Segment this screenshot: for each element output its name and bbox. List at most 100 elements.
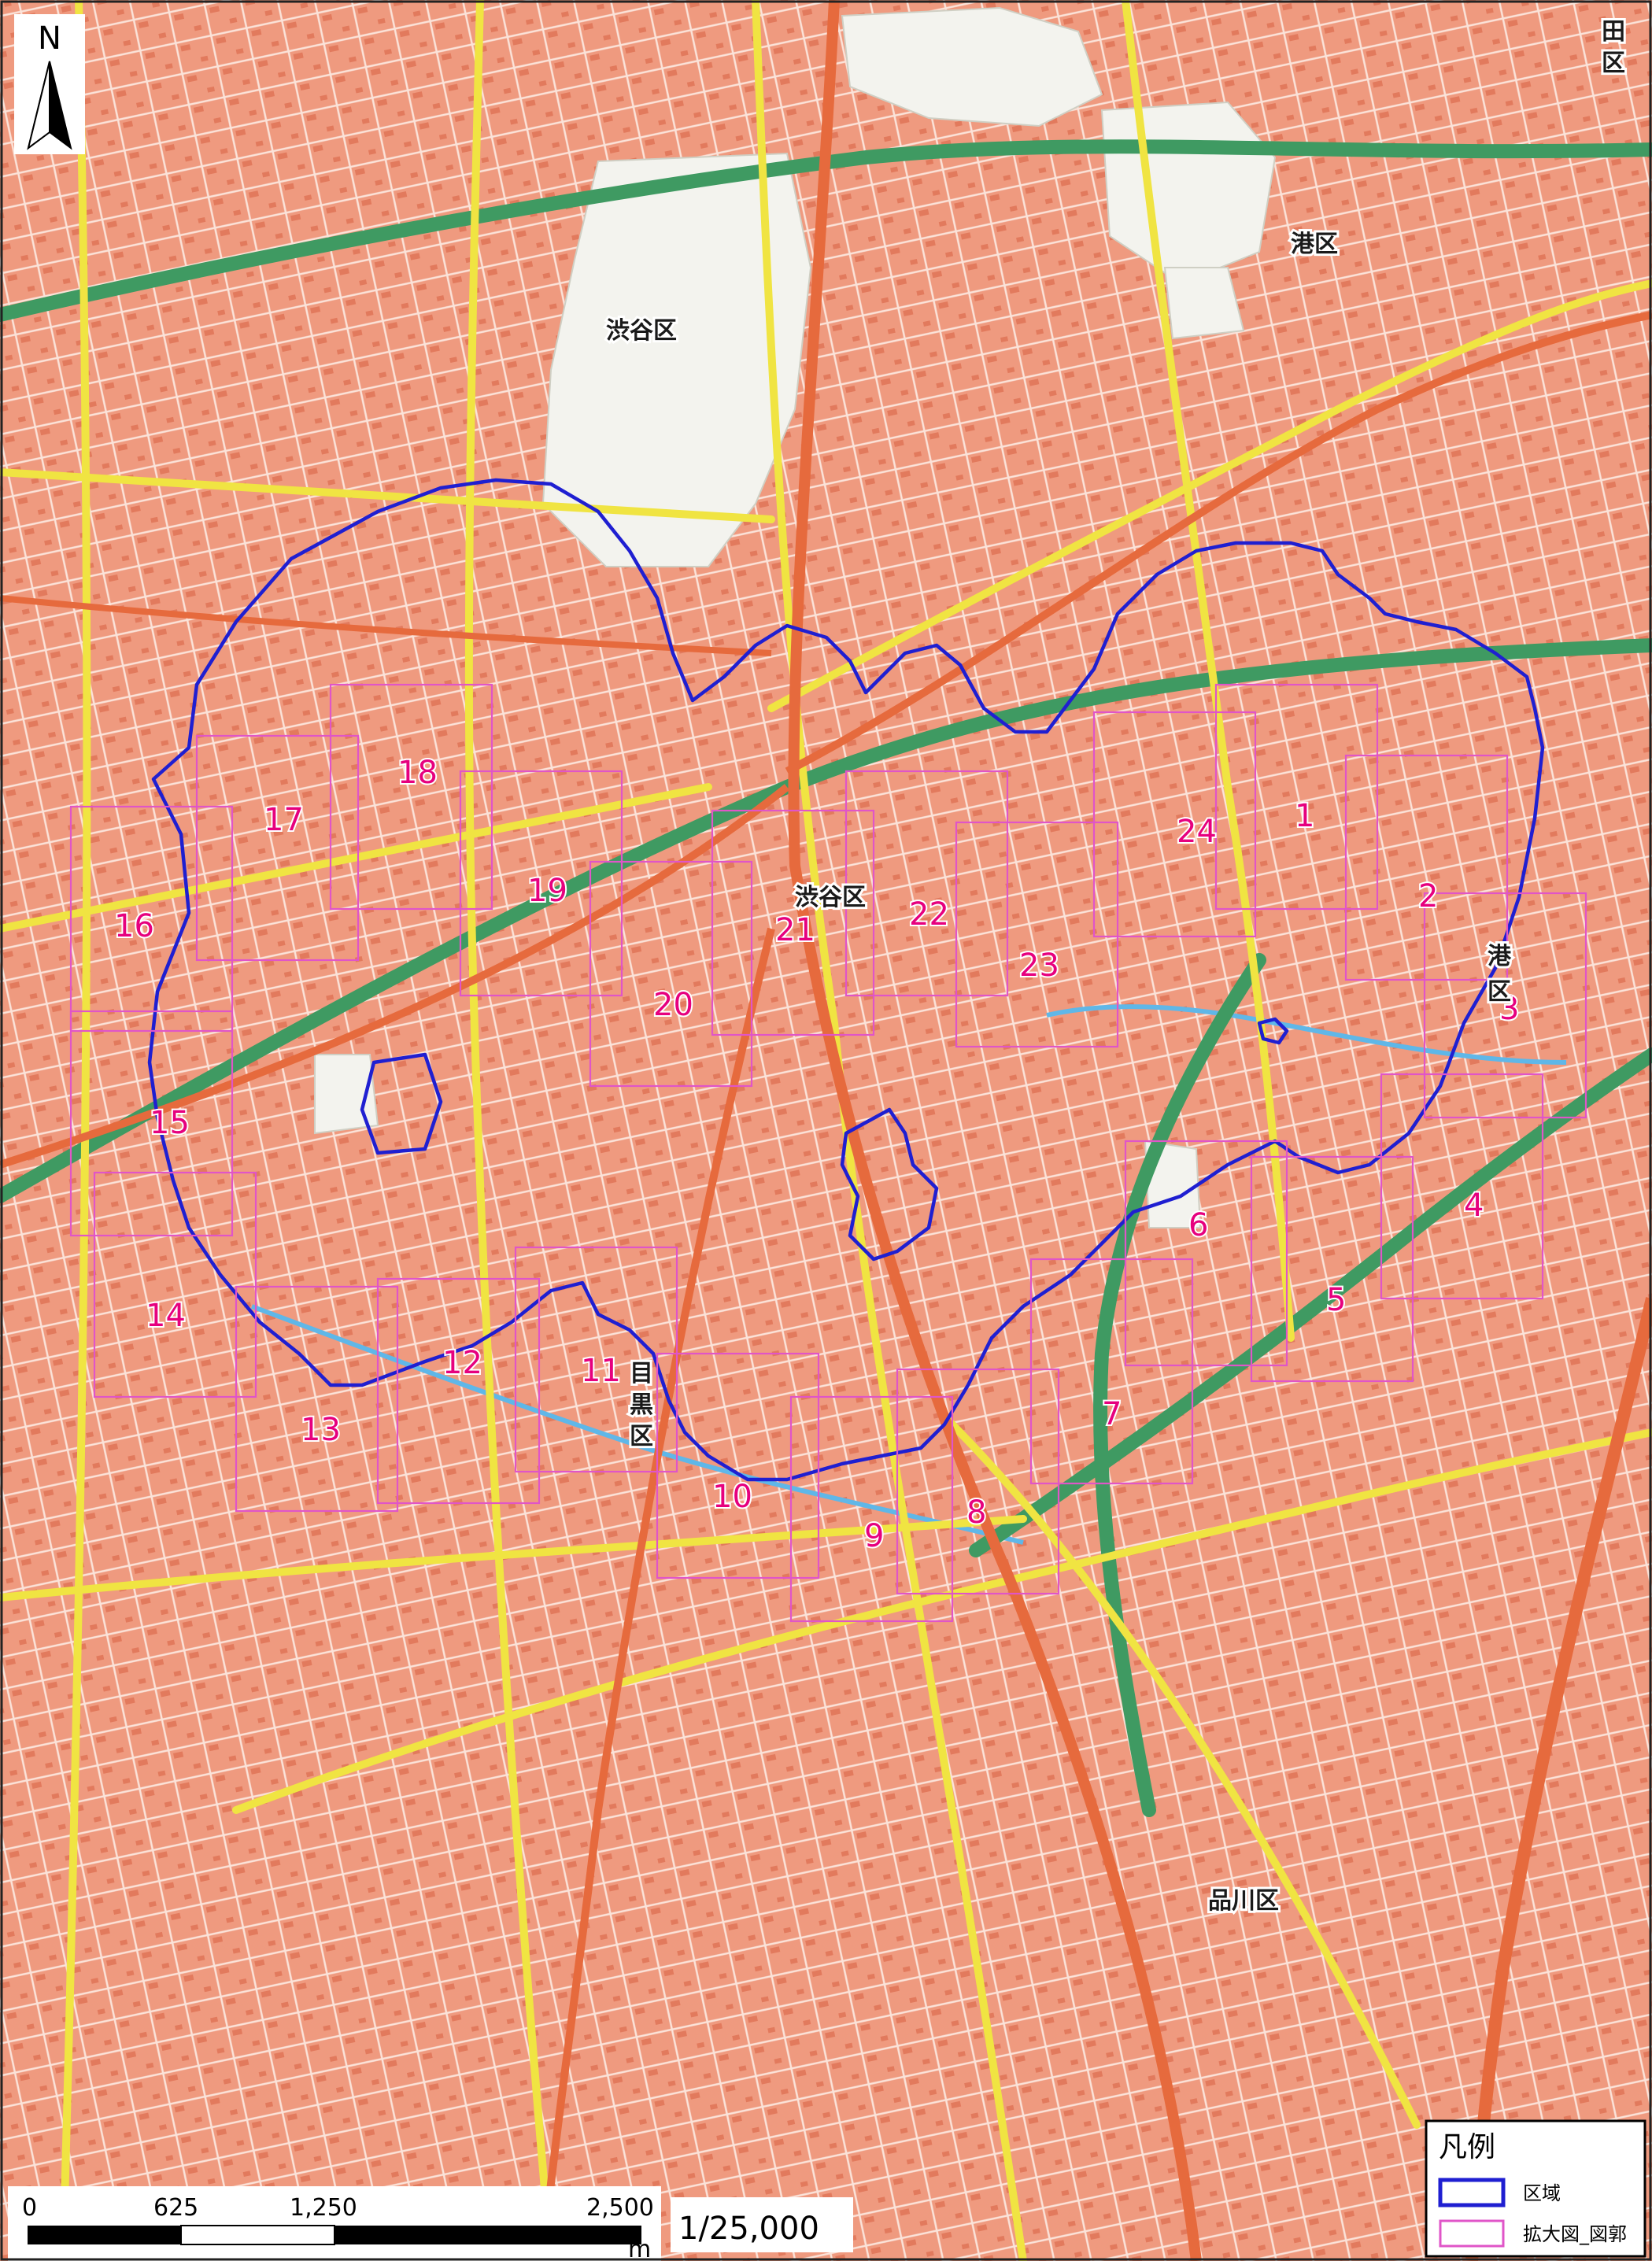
sheet-number-2: 2 — [1418, 878, 1438, 914]
ward-label-meguro-2: 黒 — [630, 1391, 653, 1419]
park-jingu-gaien — [1163, 267, 1245, 340]
rail-ginza — [785, 311, 1652, 775]
river-shibuya — [1046, 1004, 1567, 1065]
legend-title: 凡例 — [1439, 2131, 1495, 2163]
target-area-main[interactable] — [147, 478, 1545, 1482]
sheet-frame-5[interactable] — [1250, 1155, 1414, 1383]
sheet-frame-1[interactable] — [1214, 683, 1379, 911]
scale-segment-1 — [28, 2226, 181, 2244]
sheet-frame-13[interactable] — [235, 1285, 399, 1513]
target-area-enclave-2[interactable] — [840, 1107, 939, 1262]
park-setagaya — [314, 1054, 379, 1135]
scale-tick-625: 625 — [153, 2194, 198, 2222]
north-label: N — [38, 20, 61, 57]
sheet-frame-7[interactable] — [1029, 1258, 1194, 1485]
rail-toyoko — [539, 927, 775, 2261]
ward-label-shibuya-north: 渋谷区 — [606, 317, 677, 345]
sheet-number-16: 16 — [114, 908, 154, 944]
sheet-number-9: 9 — [864, 1518, 884, 1554]
road-komazawa-dori — [0, 1515, 1027, 1602]
road-setagaya — [0, 783, 712, 933]
legend: 凡例 区域 拡大図_図郭 — [1425, 2119, 1646, 2258]
legend-box — [1425, 2119, 1646, 2258]
road-meguro-dori — [232, 1428, 1652, 1814]
sheet-number-6: 6 — [1188, 1207, 1208, 1243]
sheet-frame-22[interactable] — [844, 770, 1009, 997]
legend-label-boundary: 区域 — [1523, 2182, 1561, 2204]
scale-ratio-bg — [671, 2197, 853, 2252]
park-shizenkyoikuen — [1144, 1140, 1202, 1228]
sheet-frame-8[interactable] — [896, 1368, 1060, 1595]
sheet-frame-24[interactable] — [1092, 711, 1257, 938]
park-yoyogi-meiji — [541, 152, 812, 567]
sheet-frame-14[interactable] — [93, 1171, 257, 1398]
ward-label-shinagawa: 品川区 — [1208, 1887, 1279, 1915]
scale-ratio-text: 1/25,000 — [678, 2211, 819, 2247]
rail-keio-inokashira — [0, 595, 772, 656]
sheet-number-19: 19 — [527, 873, 567, 909]
sheet-number-15: 15 — [150, 1105, 190, 1141]
road-aoyama-dori — [767, 279, 1652, 712]
ward-label-shibuya-center: 渋谷区 — [795, 884, 866, 911]
sheet-frame-4[interactable] — [1380, 1073, 1544, 1300]
sheet-number-4: 4 — [1464, 1188, 1484, 1224]
sheet-number-10: 10 — [712, 1479, 752, 1515]
expressway-loop — [1093, 953, 1266, 1817]
sheet-frame-19[interactable] — [459, 770, 623, 997]
ward-label-minato-east-1: 港 — [1488, 943, 1512, 970]
scale-unit: m — [628, 2236, 651, 2261]
road-kanpachi — [59, 0, 91, 2261]
target-area-enclave-3[interactable] — [1257, 1017, 1289, 1045]
scale-tick-2500: 2,500 — [586, 2194, 654, 2222]
sheet-number-5: 5 — [1326, 1282, 1346, 1318]
sheet-number-21: 21 — [775, 912, 815, 948]
target-area[interactable] — [147, 478, 1545, 1482]
sheet-frame-11[interactable] — [514, 1246, 678, 1473]
ward-label-minato-north: 港区 — [1291, 231, 1338, 258]
sheet-frame-17[interactable] — [195, 734, 360, 962]
road-inokashira — [0, 468, 775, 523]
sheet-frame-9[interactable] — [789, 1395, 954, 1623]
ward-label-chiyoda-2: 区 — [1602, 50, 1625, 77]
ward-labels: 渋谷区 港区 渋谷区 港 区 目 黒 区 品川区 田 区 — [604, 16, 1628, 1917]
legend-swatch-sheet — [1439, 2219, 1505, 2248]
sheet-numbers: 1 2 3 4 5 6 7 8 9 10 11 12 13 14 15 16 1… — [113, 753, 1521, 1556]
scale-bar-bg — [8, 2186, 661, 2261]
sheet-number-7: 7 — [1102, 1396, 1122, 1432]
rail-yamanote — [788, 0, 1202, 2261]
scale-tick-0: 0 — [22, 2194, 37, 2222]
sheet-frame-20[interactable] — [589, 860, 753, 1088]
sheet-frame-10[interactable] — [656, 1352, 820, 1579]
expressway-shuto-4 — [0, 139, 1652, 322]
road-sakurada-dori — [941, 1413, 1421, 2129]
sheet-number-22: 22 — [909, 896, 949, 933]
target-area-enclave-1[interactable] — [360, 1052, 443, 1155]
sheet-number-17: 17 — [264, 802, 304, 838]
sheet-frame-3[interactable] — [1423, 892, 1587, 1119]
sheet-frame-21[interactable] — [711, 809, 875, 1036]
north-arrow: N — [14, 14, 85, 154]
sheet-frame-16[interactable] — [69, 805, 234, 1033]
sheet-number-24: 24 — [1177, 814, 1217, 850]
sheet-number-23: 23 — [1019, 948, 1059, 984]
sheet-frame-2[interactable] — [1344, 754, 1509, 981]
ward-label-meguro-3: 区 — [630, 1423, 653, 1450]
sheet-frame-6[interactable] — [1124, 1140, 1288, 1367]
sheet-number-14: 14 — [146, 1298, 186, 1334]
scale-bar: 0 625 1,250 2,500 m — [8, 2186, 661, 2261]
sheet-number-12: 12 — [442, 1345, 482, 1381]
sheet-frame-18[interactable] — [329, 683, 493, 911]
sheet-number-18: 18 — [397, 755, 438, 791]
sheet-number-1: 1 — [1295, 798, 1314, 834]
sheet-frame-15[interactable] — [69, 1010, 234, 1237]
road-yamate-dori — [464, 0, 555, 2261]
ward-label-meguro-1: 目 — [630, 1360, 653, 1387]
sheet-number-20: 20 — [653, 987, 693, 1023]
park-shinjuku-gyoen — [841, 6, 1103, 127]
sheet-frame-23[interactable] — [955, 821, 1119, 1048]
scale-ratio: 1/25,000 — [671, 2197, 853, 2252]
sheet-frame-12[interactable] — [376, 1277, 541, 1505]
sheet-number-13: 13 — [301, 1412, 341, 1448]
